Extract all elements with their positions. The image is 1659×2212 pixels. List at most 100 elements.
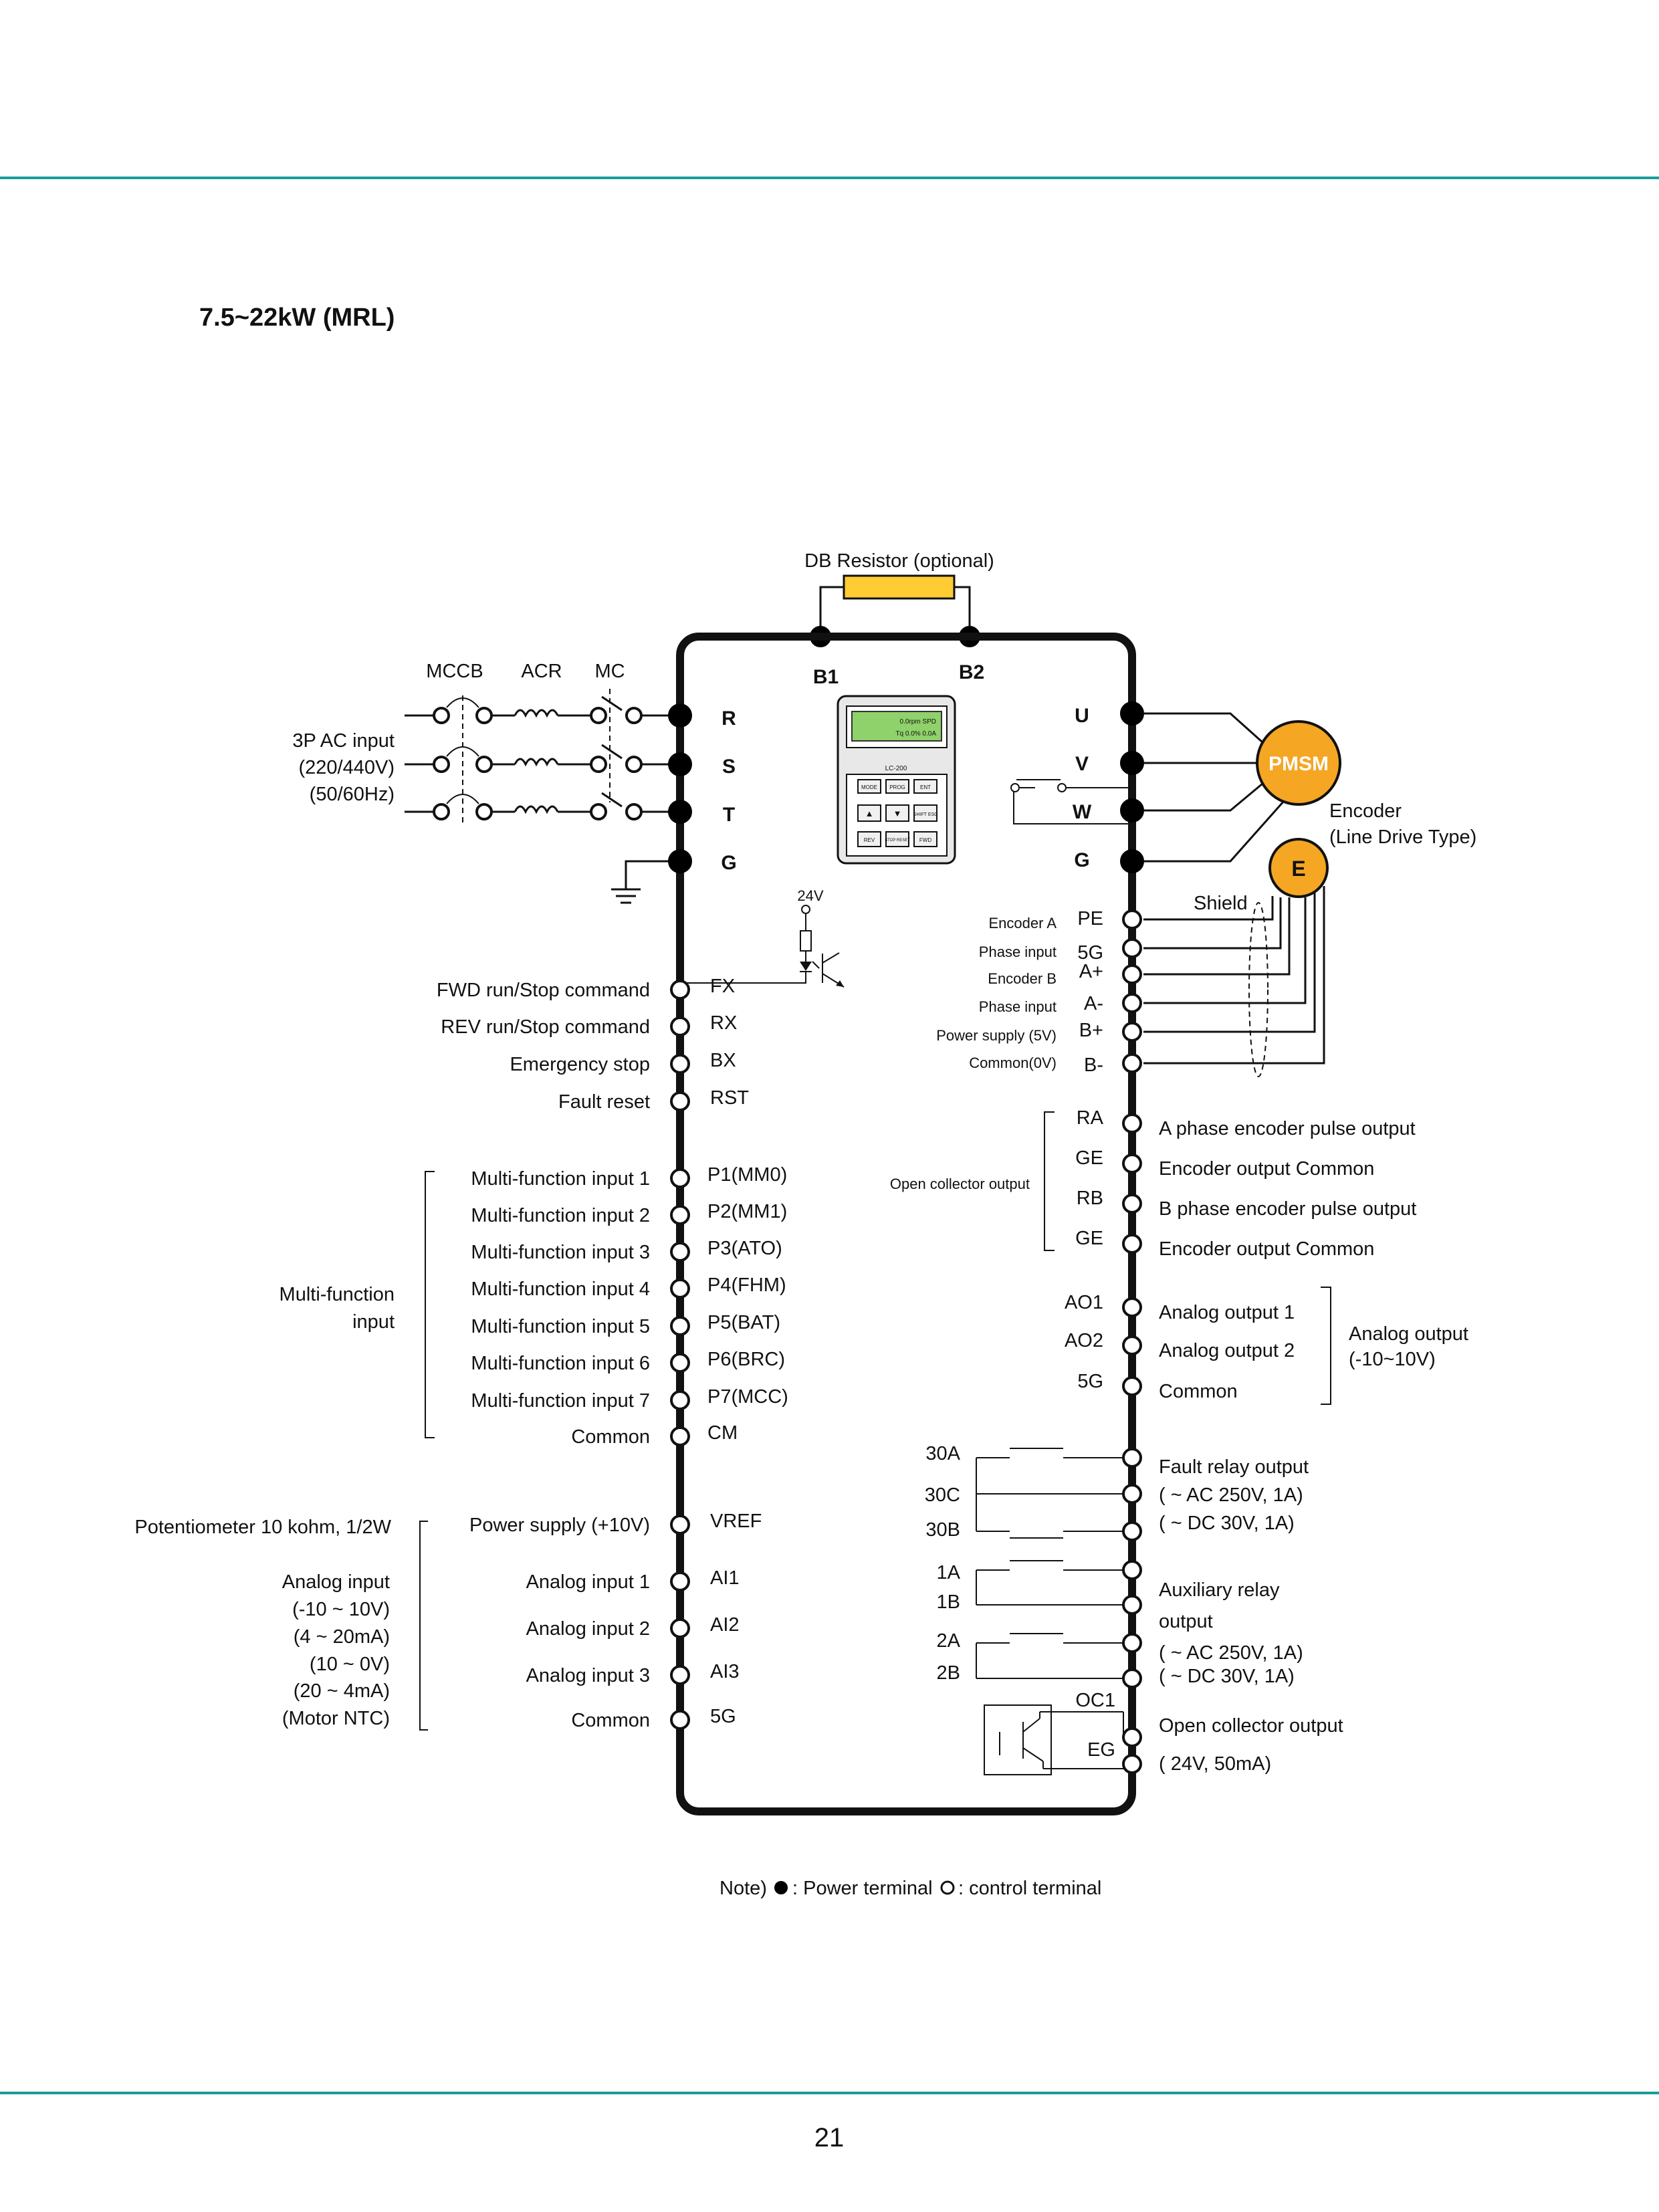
aux-relay-0: Auxiliary relay (1159, 1579, 1280, 1601)
term-mf-4: P5(BAT) (707, 1312, 780, 1333)
fault-relay-2: ( ~ DC 30V, 1A) (1159, 1513, 1295, 1534)
po-term-1: GE (1075, 1147, 1103, 1169)
relay-term-5: 2A (937, 1630, 961, 1652)
aux-relay-1: output (1159, 1611, 1213, 1632)
term-mf-0: P1(MM0) (707, 1164, 787, 1186)
fault-relay-0: Fault relay output (1159, 1456, 1309, 1478)
ac-input-line1: 3P AC input (292, 730, 395, 752)
terminal-mf-0 (670, 1168, 690, 1188)
ao-term-2: 5G (1077, 1371, 1103, 1392)
po-desc-2: B phase encoder pulse output (1159, 1198, 1416, 1220)
shield-label: Shield (1194, 893, 1248, 914)
terminal-enc-0 (1122, 909, 1142, 929)
terminal-u: U (1075, 705, 1089, 727)
fault-relay-1: ( ~ AC 250V, 1A) (1159, 1484, 1303, 1506)
terminal-po-1 (1122, 1153, 1142, 1174)
key-shift-label: SHIFT ESC (913, 812, 937, 817)
open-collector-label: Open collector output (890, 1176, 1030, 1192)
terminal-b1: B1 (813, 666, 839, 688)
keypad: 0.0rpm SPD Tq 0.0% 0.0A LC-200 MODE PROG… (837, 695, 956, 865)
key-ent-label: ENT (920, 784, 931, 790)
desc-mf-5: Multi-function input 6 (471, 1353, 650, 1374)
terminal-po-0 (1122, 1113, 1142, 1133)
enc-desc-0: Encoder A (988, 915, 1057, 931)
term-an-2: AI2 (710, 1614, 740, 1636)
enc-term-1: 5G (1077, 942, 1103, 964)
terminal-bx (670, 1054, 690, 1074)
terminal-enc-5 (1122, 1053, 1142, 1073)
enc-desc-4: Power supply (5V) (936, 1027, 1057, 1044)
terminal-g-out: G (1074, 849, 1089, 871)
relay-term-0: 30A (925, 1443, 960, 1464)
relay-term-1: 30C (925, 1484, 960, 1506)
ao-desc-0: Analog output 1 (1159, 1302, 1295, 1323)
term-an-0: VREF (710, 1511, 762, 1532)
db-resistor-label: DB Resistor (optional) (804, 550, 994, 572)
page-number: 21 (814, 2123, 845, 2152)
lcd-bottom: Tq 0.0% 0.0A (895, 730, 936, 738)
ao-desc-1: Analog output 2 (1159, 1340, 1295, 1361)
key-fwd[interactable] (913, 831, 937, 847)
po-term-2: RB (1077, 1188, 1103, 1209)
key-up[interactable] (857, 804, 881, 822)
terminal-mf-6 (670, 1390, 690, 1410)
po-term-3: GE (1075, 1228, 1103, 1249)
terminal-ao-1 (1122, 1335, 1142, 1355)
db-resistor: DB Resistor (optional) B1 B2 (804, 550, 994, 688)
enc-term-3: A- (1084, 993, 1103, 1014)
desc-mf-3: Multi-function input 4 (471, 1279, 650, 1300)
key-stop[interactable] (885, 831, 909, 847)
note-control: : control terminal (958, 1878, 1101, 1899)
key-rev[interactable] (857, 831, 881, 847)
relay-term-4: 1B (937, 1591, 960, 1613)
enc-term-5: B- (1084, 1055, 1103, 1076)
key-prog-label: PROG (889, 784, 905, 790)
key-prog[interactable] (885, 779, 909, 794)
term-an-3: AI3 (710, 1661, 740, 1682)
terminal-relay-2 (1122, 1521, 1142, 1541)
label-acr: ACR (521, 661, 562, 682)
mf-group-line1: Multi-function (280, 1284, 395, 1305)
mf-group-line2: input (352, 1311, 395, 1333)
desc-mf-2: Multi-function input 3 (471, 1242, 650, 1263)
relay-term-2: 30B (925, 1519, 960, 1541)
ao-desc-2: Common (1159, 1381, 1238, 1402)
key-shift[interactable] (913, 804, 937, 822)
lcd-top: 0.0rpm SPD (900, 718, 936, 726)
enc-desc-1: Phase input (979, 944, 1057, 960)
desc-rst: Fault reset (558, 1091, 650, 1113)
analog-group-1: (-10 ~ 10V) (292, 1599, 390, 1620)
keypad-model: LC-200 (885, 765, 907, 772)
page-title: 7.5~22kW (MRL) (199, 304, 395, 332)
terminal-relay-4 (1122, 1595, 1142, 1615)
key-down[interactable] (885, 804, 909, 822)
term-rx: RX (710, 1012, 737, 1034)
key-mode-label: MODE (861, 784, 877, 790)
terminal-enc-1 (1122, 938, 1142, 958)
encoder-e (1268, 838, 1329, 898)
motor-label: PMSM (1268, 753, 1329, 775)
legend-note: Note) : Power terminal : control termina… (720, 1878, 1101, 1899)
relay-circuits (1010, 779, 1132, 824)
encoder-letter: E (1291, 857, 1305, 881)
terminal-an-3 (670, 1665, 690, 1685)
desc-mf-1: Multi-function input 2 (471, 1205, 650, 1226)
po-desc-0: A phase encoder pulse output (1159, 1118, 1416, 1139)
aux-relay-2: ( ~ AC 250V, 1A) (1159, 1642, 1303, 1664)
label-mc: MC (594, 661, 625, 682)
key-ent[interactable] (913, 779, 937, 794)
power-input: MCCB ACR MC 3P AC input (220/440V) (50/6… (292, 661, 680, 904)
enc-term-4: B+ (1079, 1020, 1103, 1041)
term-mf-3: P4(FHM) (707, 1275, 786, 1296)
key-mode[interactable] (857, 779, 881, 794)
pmsm-motor (1256, 720, 1341, 806)
terminal-relay-3 (1122, 1560, 1142, 1580)
oc-0: Open collector output (1159, 1715, 1343, 1737)
relay-term-8: EG (1087, 1739, 1115, 1761)
terminal-enc-2 (1122, 964, 1142, 984)
enc-term-2: A+ (1079, 961, 1103, 982)
desc-an-2: Analog input 2 (526, 1618, 650, 1640)
desc-rx: REV run/Stop command (441, 1016, 650, 1038)
note-prefix: Note) (720, 1878, 767, 1899)
